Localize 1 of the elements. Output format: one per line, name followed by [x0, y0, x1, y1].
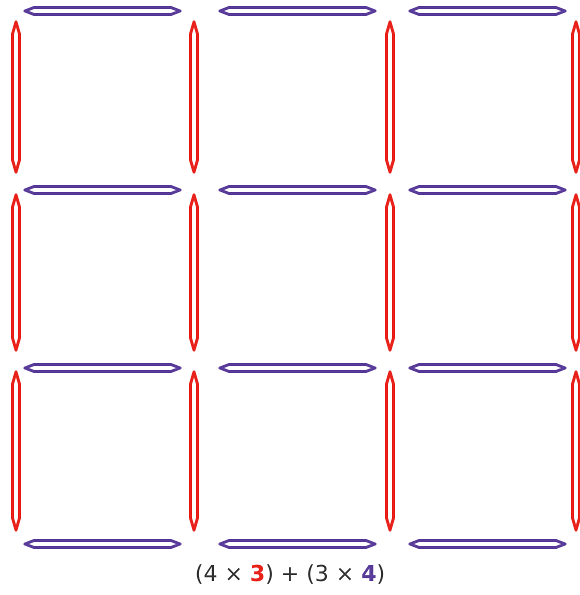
caption: (4 × 3) + (3 × 4)	[194, 562, 386, 587]
